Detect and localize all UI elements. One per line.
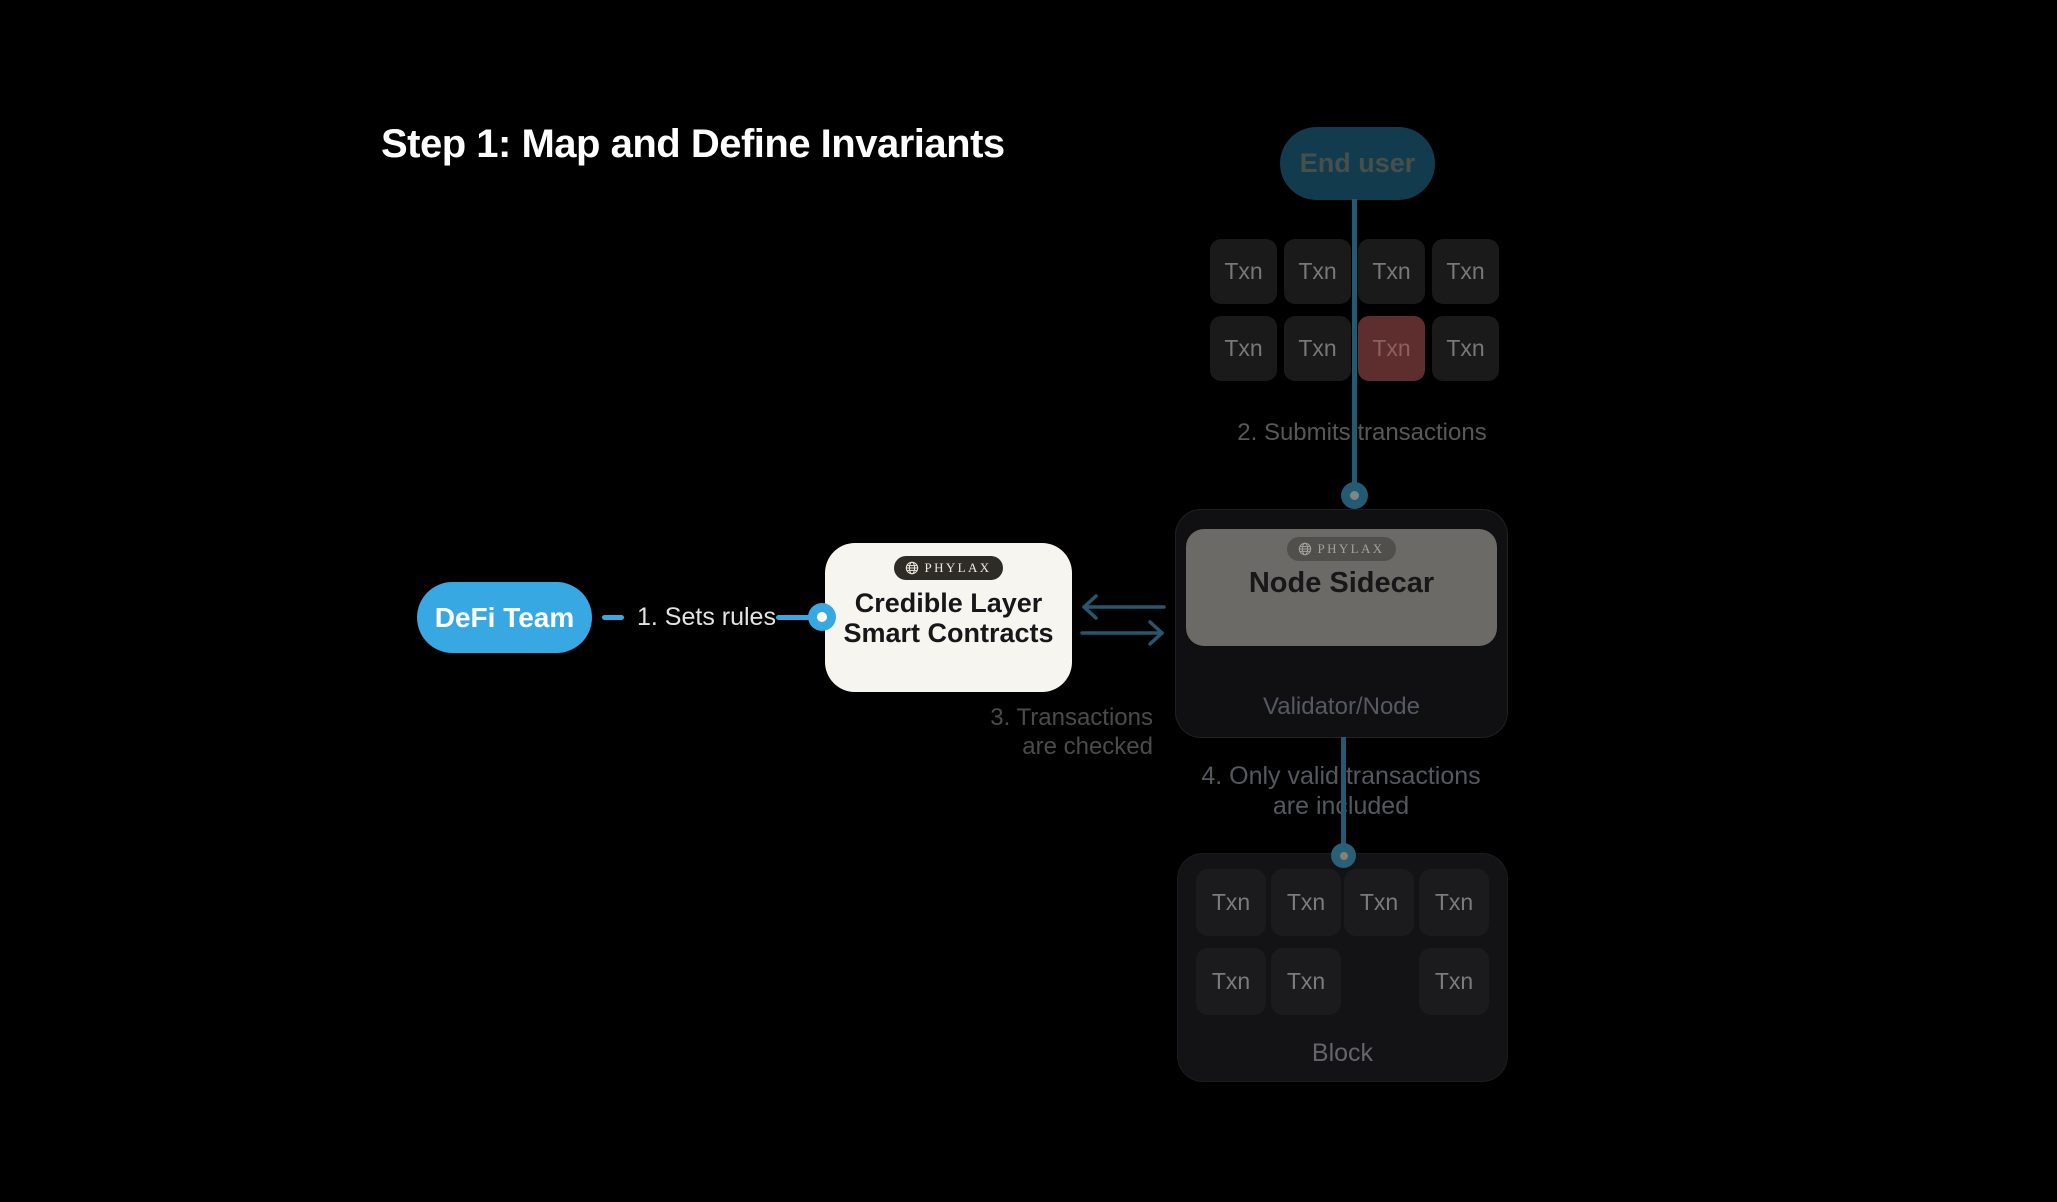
step3-label-line1: 3. Transactions (990, 704, 1153, 731)
step1-label: 1. Sets rules (637, 603, 776, 631)
block-txn-cell: Txn (1344, 869, 1414, 936)
mempool-txn-cell: Txn (1284, 316, 1351, 381)
connector-dash (602, 615, 624, 620)
bidirectional-arrows-icon (1080, 594, 1166, 646)
end-user-label: End user (1299, 148, 1416, 178)
end-user-node: End user (1280, 127, 1435, 200)
defi-team-label: DeFi Team (434, 601, 575, 633)
block-container: Txn Txn Txn Txn Txn Txn Txn Block (1177, 853, 1508, 1082)
step2-label: 2. Submits transactions (1237, 419, 1487, 446)
node-sidecar-card: PHYLAX Node Sidecar (1186, 529, 1497, 646)
validator-node-label: Validator/Node (1263, 693, 1420, 720)
mempool-txn-cell: Txn (1210, 316, 1277, 381)
block-txn-cell: Txn (1271, 948, 1341, 1015)
block-label: Block (1311, 1039, 1374, 1067)
mempool-txn-cell: Txn (1432, 239, 1499, 304)
block-txn-cell: Txn (1196, 948, 1266, 1015)
dot-core (1350, 491, 1359, 500)
step3-label: 3. Transactions are checked (953, 704, 1153, 762)
connector-dot-block-top (1331, 843, 1356, 868)
phylax-badge-dim: PHYLAX (1287, 537, 1396, 561)
block-txn-cell: Txn (1419, 869, 1489, 936)
block-txn-cell: Txn (1196, 869, 1266, 936)
phylax-badge-label: PHYLAX (1317, 541, 1385, 556)
block-txn-cell: Txn (1419, 948, 1489, 1015)
globe-icon (906, 561, 919, 575)
connector-line-validator-block (1341, 737, 1346, 847)
node-sidecar-title: Node Sidecar (1248, 567, 1435, 599)
globe-icon (1299, 542, 1312, 556)
defi-team-node: DeFi Team (417, 582, 592, 653)
credible-layer-title-line2: Smart Contracts (843, 618, 1054, 649)
connector-line-enduser-validator (1352, 199, 1357, 489)
step4-label-line1: 4. Only valid transactions (1201, 762, 1481, 790)
dot-core (1339, 851, 1348, 860)
mempool-txn-cell: Txn (1284, 239, 1351, 304)
mempool-txn-cell: Txn (1358, 239, 1425, 304)
credible-layer-title: Credible Layer Smart Contracts (843, 588, 1053, 648)
block-txn-cell: Txn (1271, 869, 1341, 936)
credible-layer-title-line1: Credible Layer (854, 588, 1043, 618)
validator-node-container: PHYLAX Node Sidecar Validator/Node (1175, 509, 1508, 738)
phylax-badge-label: PHYLAX (924, 560, 992, 575)
credible-layer-card: PHYLAX Credible Layer Smart Contracts (825, 543, 1072, 692)
connector-dot-validator-top (1341, 482, 1368, 509)
connector-line-setsrules (776, 615, 818, 620)
page-title: Step 1: Map and Define Invariants (381, 122, 1005, 166)
step3-label-line2: are checked (1022, 732, 1153, 760)
mempool-txn-cell: Txn (1432, 316, 1499, 381)
connector-dot-card (808, 603, 836, 631)
mempool-txn-cell-invalid: Txn (1358, 316, 1425, 381)
mempool-txn-cell: Txn (1210, 239, 1277, 304)
dot-core (817, 612, 827, 622)
phylax-badge: PHYLAX (894, 556, 1003, 580)
